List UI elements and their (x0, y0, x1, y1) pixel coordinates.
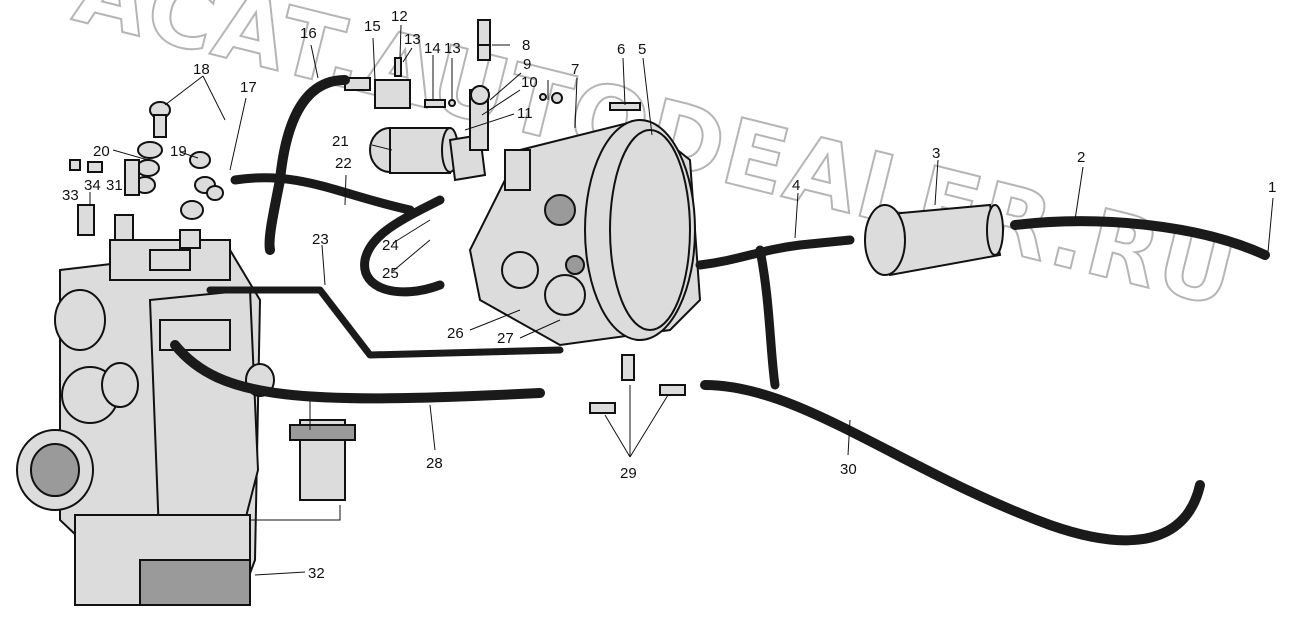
callout-30: 30 (840, 461, 857, 478)
converter-housing (468, 118, 702, 347)
callout-14: 14 (424, 40, 441, 57)
callout-13a: 13 (404, 31, 421, 48)
leader-lines (89, 24, 1274, 576)
callout-29: 29 (620, 465, 637, 482)
callout-21: 21 (332, 133, 349, 150)
filter-canister (864, 203, 1004, 277)
callout-8: 8 (522, 37, 530, 54)
callout-16: 16 (300, 25, 317, 42)
callout-27: 27 (497, 330, 514, 347)
gearbox-assembly (16, 214, 275, 607)
bolts-top (394, 57, 641, 111)
filter-assembly (344, 19, 491, 182)
callout-10: 10 (521, 74, 538, 91)
callout-11: 11 (517, 105, 533, 122)
callout-19: 19 (170, 143, 187, 160)
callout-13b: 13 (444, 40, 461, 57)
callout-31: 31 (106, 177, 123, 194)
callout-labels: 1 2 3 4 5 6 7 8 9 10 11 12 13 13 14 15 1… (62, 8, 1276, 582)
callout-25: 25 (382, 265, 399, 282)
callout-3: 3 (932, 145, 940, 162)
callout-24: 24 (382, 237, 399, 254)
callout-4: 4 (792, 177, 800, 194)
callout-2: 2 (1077, 149, 1085, 166)
callout-17: 17 (240, 79, 257, 96)
callout-32: 32 (308, 565, 325, 582)
callout-28: 28 (426, 455, 443, 472)
callout-22: 22 (335, 155, 352, 172)
callout-26: 26 (447, 325, 464, 342)
callout-34: 34 (84, 177, 101, 194)
hoses (170, 75, 1270, 546)
fittings-29 (589, 354, 686, 414)
callout-7: 7 (571, 61, 579, 78)
callout-6: 6 (617, 41, 625, 58)
callout-33: 33 (62, 187, 79, 204)
callout-1: 1 (1268, 179, 1276, 196)
callout-23: 23 (312, 231, 329, 248)
callout-20: 20 (93, 143, 110, 160)
callout-12: 12 (391, 8, 408, 25)
fittings-left (69, 101, 224, 236)
pump-unit (250, 400, 356, 521)
callout-5: 5 (638, 41, 646, 58)
callout-18: 18 (193, 61, 210, 78)
callout-9: 9 (523, 56, 531, 73)
callout-15: 15 (364, 18, 381, 35)
